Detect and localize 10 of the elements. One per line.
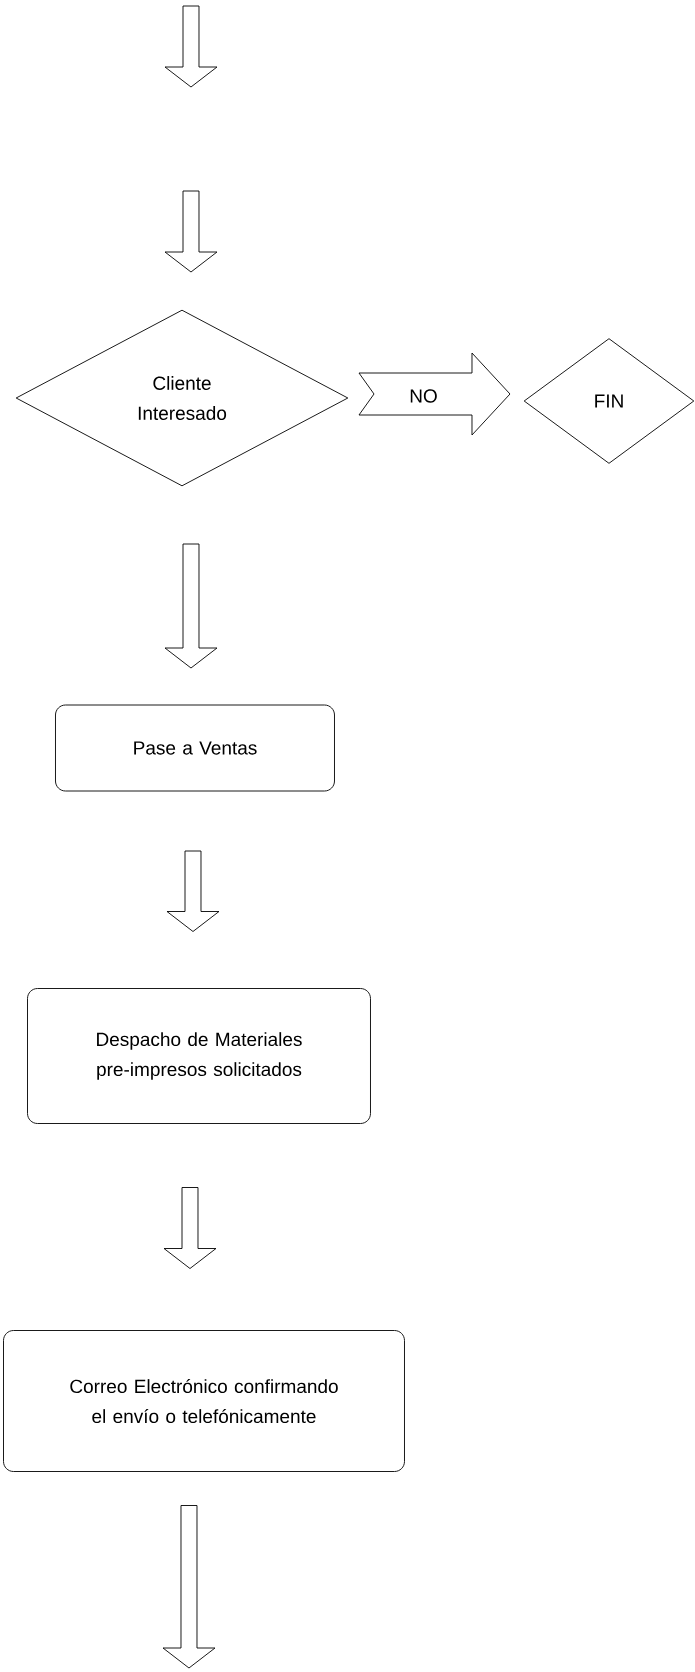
edge-label: NO [410,389,437,403]
block-arrow [358,352,511,436]
block-arrow [164,543,218,669]
process-box: Correo Electrónico confirmando el envío o telefónicamente [3,1330,405,1472]
block-arrow [164,190,218,273]
block-arrow [166,850,220,932]
process-box: Despacho de Materiales pre-impresos solicitados [27,988,371,1124]
block-arrow [163,1187,217,1269]
block-arrow [162,1505,216,1669]
process-box: Pase a Ventas [55,704,335,792]
